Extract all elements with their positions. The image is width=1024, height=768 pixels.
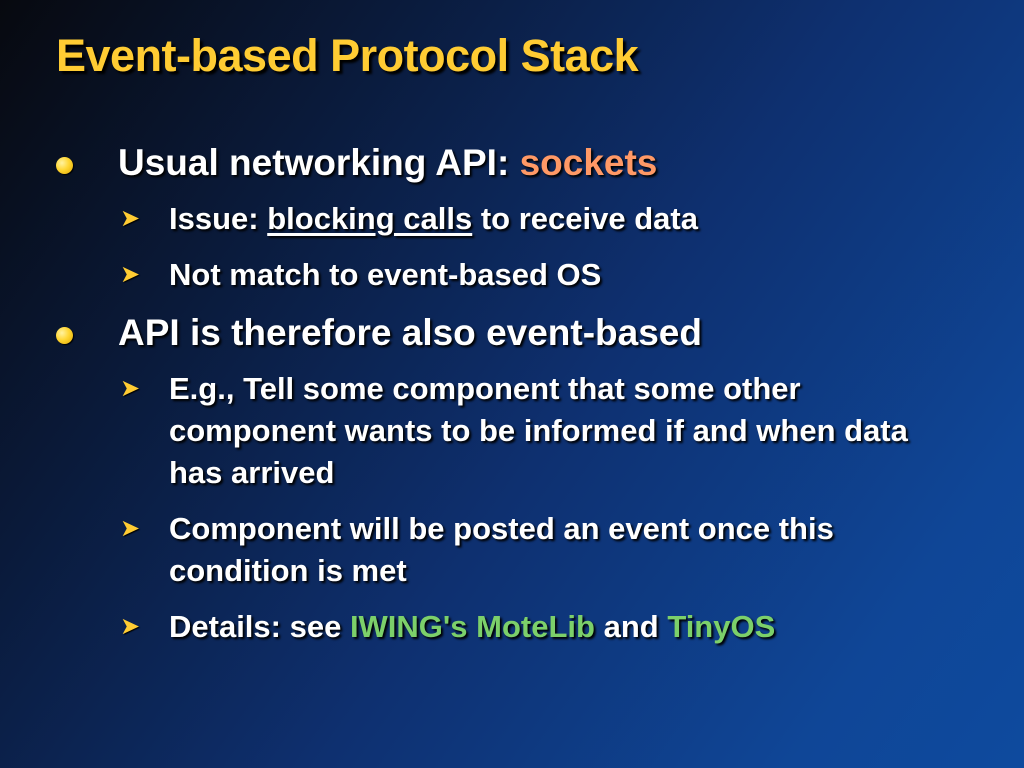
arrowhead-icon: ➤ [120, 375, 141, 402]
bullet-2-sub-2-text: Component will be posted an event once t… [169, 511, 834, 588]
bullet-2-text: API is therefore also event-based [118, 312, 702, 353]
bullet-2-sub-3-middle: and [594, 609, 668, 644]
bullet-2-sub-2: ➤ Component will be posted an event once… [0, 508, 1024, 592]
bullet-2-sub-3: ➤ Details: see IWING's MoteLib and TinyO… [0, 606, 1024, 648]
bullet-1-highlight: sockets [519, 142, 658, 183]
arrowhead-icon: ➤ [120, 613, 141, 640]
bullet-2-sub-3-prefix: Details: see [169, 609, 350, 644]
bullet-2-sub-1-text: E.g., Tell some component that some othe… [169, 371, 908, 490]
arrowhead-icon: ➤ [120, 261, 141, 288]
slide-title: Event-based Protocol Stack [56, 30, 639, 81]
bullet-1-text: Usual networking API: [118, 142, 520, 183]
bullet-1: Usual networking API: sockets [0, 140, 1024, 186]
slide-content: Usual networking API: sockets ➤ Issue: b… [0, 140, 1024, 662]
bullet-1-sub-1-suffix: to receive data [472, 201, 698, 236]
bullet-1-sub-2: ➤ Not match to event-based OS [0, 254, 1024, 296]
bullet-1-sub-1-underlined: blocking calls [267, 201, 473, 236]
yellow-dot-icon [56, 327, 73, 344]
bullet-1-sub-2-text: Not match to event-based OS [169, 257, 602, 292]
motelib-link-text: IWING's MoteLib [349, 609, 595, 644]
bullet-1-sub-1-prefix: Issue: [169, 201, 268, 236]
bullet-2: API is therefore also event-based [0, 310, 1024, 356]
tinyos-link-text: TinyOS [667, 609, 776, 644]
arrowhead-icon: ➤ [120, 205, 141, 232]
bullet-1-sub-1: ➤ Issue: blocking calls to receive data [0, 198, 1024, 240]
bullet-2-sub-1: ➤ E.g., Tell some component that some ot… [0, 368, 1024, 494]
yellow-dot-icon [56, 157, 73, 174]
arrowhead-icon: ➤ [120, 515, 141, 542]
